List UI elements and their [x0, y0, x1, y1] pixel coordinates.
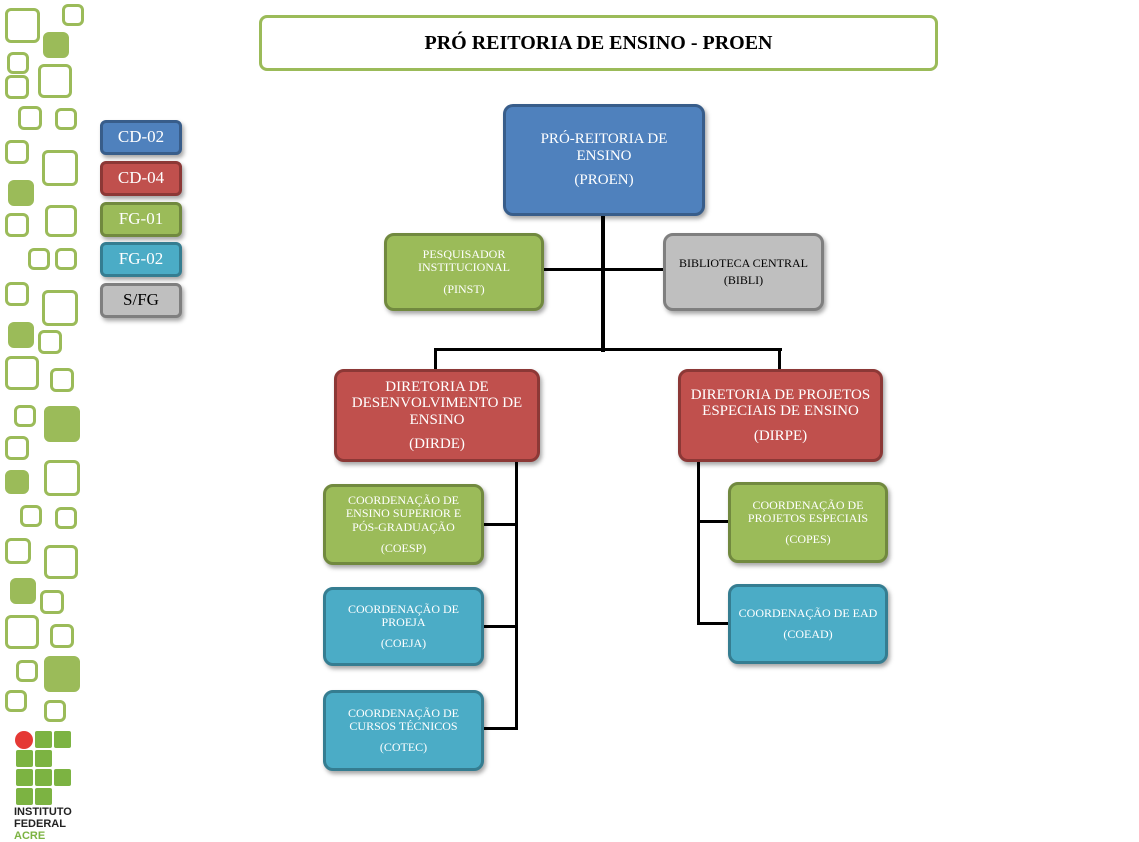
decorative-square: [20, 505, 42, 527]
node-coesp[interactable]: COORDENAÇÃO DE ENSINO SUPERIOR E PÓS-GRA…: [323, 484, 484, 565]
node-dirpe[interactable]: DIRETORIA DE PROJETOS ESPECIAIS DE ENSIN…: [678, 369, 883, 462]
decorative-square: [55, 507, 77, 529]
node-name: COORDENAÇÃO DE CURSOS TÉCNICOS: [348, 705, 459, 733]
connector: [434, 348, 437, 370]
decorative-square: [42, 150, 78, 186]
decorative-square: [44, 545, 78, 579]
connector: [601, 216, 605, 352]
logo-text: ACRE: [14, 830, 46, 842]
node-name: COORDENAÇÃO DE ENSINO SUPERIOR E PÓS-GRA…: [345, 493, 462, 534]
decorative-square: [44, 656, 80, 692]
decorative-square: [55, 248, 77, 270]
node-name: COORDENAÇÃO DE PROJETOS ESPECIAIS: [747, 497, 869, 525]
node-abbr: (DIRPE): [753, 427, 808, 444]
decorative-square: [5, 75, 29, 99]
decorative-square: [55, 108, 77, 130]
connector: [697, 461, 700, 625]
node-name: COORDENAÇÃO DE EAD: [738, 605, 878, 620]
node-abbr: (PROEN): [574, 172, 634, 189]
node-abbr: (COEAD): [783, 627, 833, 641]
decorative-square: [5, 140, 29, 164]
decorative-square: [5, 213, 29, 237]
legend-fg02: FG-02: [100, 242, 182, 277]
decorative-square: [5, 436, 29, 460]
node-abbr: (COPES): [785, 532, 831, 547]
node-name: DIRETORIA DE PROJETOS ESPECIAIS DE ENSIN…: [690, 386, 871, 420]
decorative-square: [14, 405, 36, 427]
node-proen[interactable]: PRÓ-REITORIA DE ENSINO (PROEN): [503, 104, 705, 216]
institute-logo: INSTITUTO FEDERAL ACRE: [10, 728, 90, 842]
decorative-square: [10, 578, 36, 604]
decorative-square: [5, 356, 39, 390]
node-abbr: (COEJA): [380, 636, 427, 651]
decorative-square: [45, 205, 77, 237]
decorative-square: [5, 470, 29, 494]
connector: [483, 625, 518, 628]
decorative-square: [44, 700, 66, 722]
decorative-square: [44, 460, 80, 496]
connector: [543, 268, 663, 271]
decorative-square: [38, 64, 72, 98]
decorative-square: [40, 590, 64, 614]
node-copes[interactable]: COORDENAÇÃO DE PROJETOS ESPECIAIS (COPES…: [728, 482, 888, 563]
node-abbr: (PINST): [443, 281, 485, 296]
decorative-square: [43, 32, 69, 58]
connector: [778, 348, 781, 370]
page-title: PRÓ REITORIA DE ENSINO - PROEN: [259, 15, 938, 71]
connector: [697, 520, 728, 523]
node-bibli[interactable]: BIBLIOTECA CENTRAL (BIBLI): [663, 233, 824, 311]
node-abbr: (COESP): [380, 540, 427, 555]
decorative-square: [5, 538, 31, 564]
node-name: COORDENAÇÃO DE PROEJA: [348, 601, 459, 629]
connector: [515, 461, 518, 730]
legend-sfg: S/FG: [100, 283, 182, 318]
decorative-square: [5, 690, 27, 712]
logo-text: INSTITUTO: [14, 806, 72, 818]
decorative-square: [42, 290, 78, 326]
decorative-square: [62, 4, 84, 26]
node-pinst[interactable]: PESQUISADOR INSTITUCIONAL (PINST): [384, 233, 544, 311]
node-cotec[interactable]: COORDENAÇÃO DE CURSOS TÉCNICOS (COTEC): [323, 690, 484, 771]
node-name: DIRETORIA DE DESENVOLVIMENTO DE ENSINO: [351, 378, 523, 428]
node-name: PESQUISADOR INSTITUCIONAL: [418, 247, 510, 275]
connector: [697, 622, 728, 625]
decorative-square: [8, 180, 34, 206]
connector: [483, 523, 518, 526]
connector: [434, 348, 782, 351]
decorative-square: [5, 8, 40, 43]
decorative-square: [5, 615, 39, 649]
node-dirde[interactable]: DIRETORIA DE DESENVOLVIMENTO DE ENSINO (…: [334, 369, 540, 462]
decorative-square: [18, 106, 42, 130]
decorative-square: [28, 248, 50, 270]
decorative-square: [38, 330, 62, 354]
decorative-square: [5, 282, 29, 306]
decorative-square: [7, 52, 29, 74]
node-name: PRÓ-REITORIA DE ENSINO: [540, 131, 668, 164]
connector: [483, 727, 518, 730]
decorative-square: [16, 660, 38, 682]
decorative-square: [50, 624, 74, 648]
decorative-square: [44, 406, 80, 442]
node-coeja[interactable]: COORDENAÇÃO DE PROEJA (COEJA): [323, 587, 484, 666]
legend-fg01: FG-01: [100, 202, 182, 237]
node-name: BIBLIOTECA CENTRAL: [679, 256, 808, 271]
logo-text: FEDERAL: [14, 818, 66, 830]
legend-cd04: CD-04: [100, 161, 182, 196]
decorative-square: [8, 322, 34, 348]
node-abbr: (COTEC): [379, 740, 428, 755]
node-abbr: (BIBLI): [723, 272, 764, 287]
node-coead[interactable]: COORDENAÇÃO DE EAD (COEAD): [728, 584, 888, 664]
decorative-square: [50, 368, 74, 392]
legend-cd02: CD-02: [100, 120, 182, 155]
node-abbr: (DIRDE): [409, 436, 465, 452]
